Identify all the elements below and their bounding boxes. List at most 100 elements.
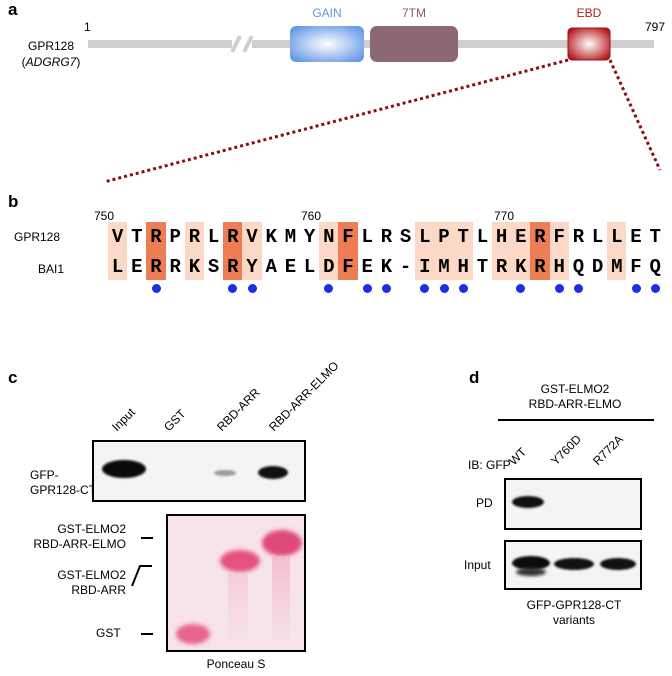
- residue: T: [649, 226, 661, 248]
- input-band-wt: [512, 556, 550, 570]
- gel-label-rbd-arr-line2: RBD-ARR: [71, 583, 126, 597]
- lane-label-input: Input: [109, 405, 138, 434]
- band-rbd-arr-elmo: [258, 466, 288, 479]
- shading-cell: [453, 222, 473, 280]
- residue: S: [207, 256, 220, 278]
- lane-label-gst: GST: [161, 406, 189, 434]
- gel-smear-2: [228, 574, 248, 644]
- residue: V: [111, 226, 124, 248]
- contact-dot: [458, 284, 468, 293]
- residue: N: [323, 226, 335, 248]
- gain-label: GAIN: [312, 6, 342, 20]
- residue: R: [227, 256, 239, 278]
- shading-cell: [242, 222, 262, 280]
- band-rbd-arr: [214, 470, 236, 476]
- lane-label-rbd-arr-elmo: RBD-ARR-ELMO: [266, 358, 342, 434]
- western-blot-pd: [504, 478, 642, 530]
- protein-name: GPR128: [27, 39, 75, 53]
- residue: H: [553, 256, 565, 278]
- zoom-line-right: [608, 59, 662, 171]
- residue: I: [419, 256, 431, 278]
- break-mark-left: [230, 35, 242, 53]
- residue: R: [572, 226, 585, 248]
- gel-tick-rbd-arr: [131, 565, 152, 587]
- shading-cell: [184, 222, 204, 280]
- residue: E: [284, 256, 297, 278]
- panel-d-caption-line2: variants: [552, 613, 596, 627]
- residue: M: [438, 256, 450, 278]
- contact-dot: [324, 284, 334, 293]
- residue: R: [150, 256, 162, 278]
- residue: D: [591, 256, 604, 278]
- start-position: 1: [84, 20, 91, 34]
- shading-cell: [492, 222, 512, 280]
- ebd-label: EBD: [576, 6, 602, 20]
- contact-dot: [151, 284, 161, 293]
- residue: -: [399, 256, 412, 278]
- residue: F: [342, 256, 354, 278]
- gel-label-elmo-line2: RBD-ARR-ELMO: [33, 537, 126, 551]
- position-770: 770: [494, 209, 515, 223]
- band-input: [102, 460, 146, 478]
- pulldown-header-rule: [498, 419, 654, 421]
- shading-cell: [223, 222, 243, 280]
- gene-name: ADGRG7: [25, 55, 77, 69]
- row-label-pd: PD: [476, 496, 493, 510]
- residue: R: [150, 226, 162, 248]
- lane-label-r772a: R772A: [590, 432, 626, 468]
- panel-b-letter: b: [8, 192, 19, 211]
- residue: E: [361, 256, 373, 278]
- residue: Y: [303, 226, 316, 248]
- protein-schematic: [88, 26, 662, 184]
- residue: L: [361, 226, 373, 248]
- residue: P: [169, 226, 181, 248]
- end-position: 797: [645, 20, 666, 34]
- gel-tick-gst: [141, 633, 153, 635]
- western-blot-c: [92, 440, 306, 502]
- input-band-wt-lower: [516, 568, 546, 576]
- pulldown-header-line2: RBD-ARR-ELMO: [528, 397, 622, 411]
- residue: Y: [246, 256, 258, 278]
- residue: L: [303, 256, 316, 278]
- zoom-line-left: [103, 58, 569, 184]
- blot-label-line1: GFP-: [30, 468, 59, 482]
- residue: L: [591, 226, 604, 248]
- gain-domain: [290, 26, 364, 62]
- residue: R: [534, 256, 546, 278]
- residue: L: [611, 226, 623, 248]
- lane-label-y760d: Y760D: [548, 432, 584, 468]
- shading-cell: [511, 222, 531, 280]
- gel-label-elmo-line1: GST-ELMO2: [57, 522, 126, 536]
- residue: R: [534, 226, 546, 248]
- contact-dot: [362, 284, 372, 293]
- contact-dot: [516, 284, 526, 293]
- contact-dot: [650, 284, 660, 293]
- pd-band-wt: [512, 496, 544, 508]
- residue: F: [630, 256, 642, 278]
- shading-cell: [434, 222, 454, 280]
- residue: H: [457, 256, 469, 278]
- residue: E: [630, 226, 642, 248]
- ponceau-gel: [166, 514, 306, 652]
- residue: T: [131, 226, 143, 248]
- contact-dots: [108, 284, 668, 296]
- residue: K: [188, 256, 201, 278]
- residue: L: [111, 256, 124, 278]
- protein-name-label: GPR128 (ADGRG7): [6, 38, 96, 70]
- break-mark-right: [242, 35, 254, 53]
- panel-d-letter: d: [469, 368, 480, 387]
- residue: A: [265, 256, 277, 278]
- 7tm-domain: [370, 26, 458, 62]
- gel-label-elmo: GST-ELMO2 RBD-ARR-ELMO: [16, 522, 126, 552]
- gel-band-rbd-arr-elmo: [262, 530, 302, 556]
- shading-cell: [338, 222, 358, 280]
- shading-cell: [415, 222, 435, 280]
- residue: E: [515, 226, 527, 248]
- shading-cell: [549, 222, 569, 280]
- gel-band-rbd-arr: [220, 550, 260, 572]
- contact-dot: [631, 284, 641, 293]
- row-label-input: Input: [464, 558, 491, 572]
- contact-dot: [573, 284, 583, 293]
- row-label-bai1: BAI1: [38, 262, 65, 276]
- panel-c-letter: c: [8, 368, 18, 387]
